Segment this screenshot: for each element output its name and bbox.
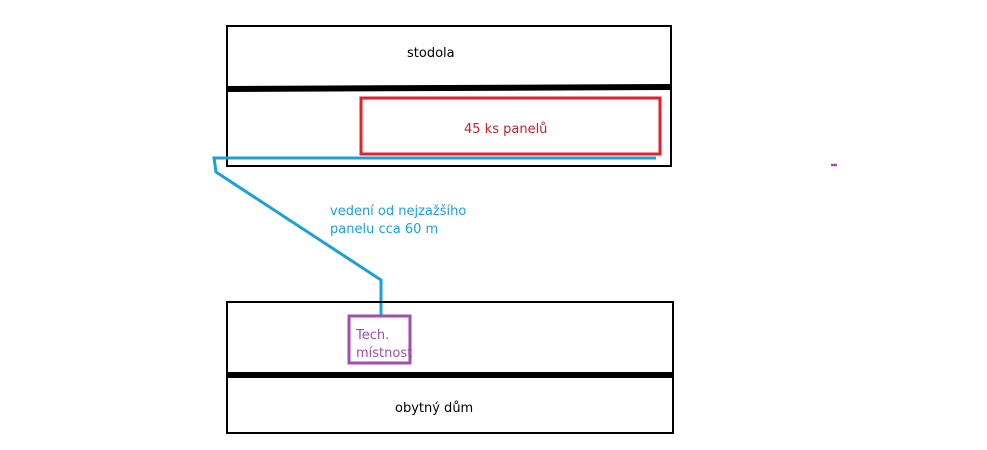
cable-label-line-1: vedení od nejzažšího bbox=[330, 204, 467, 219]
tech-room-label-line-2: místnost bbox=[356, 346, 413, 361]
barn-outline bbox=[226, 25, 672, 167]
solar-panels-area bbox=[359, 96, 662, 156]
cable-label: vedení od nejzažšího panelu cca 60 m bbox=[330, 203, 466, 239]
tech-room-label: Tech. místnost bbox=[356, 327, 412, 363]
cable-route bbox=[212, 156, 656, 316]
tech-room-label-line-1: Tech. bbox=[356, 328, 390, 343]
barn-roof-divider bbox=[225, 84, 673, 92]
house-label: obytný dům bbox=[395, 401, 474, 416]
house-outline bbox=[226, 301, 674, 434]
barn-label: stodola bbox=[407, 46, 455, 61]
cable-label-line-2: panelu cca 60 m bbox=[330, 222, 439, 237]
panels-label: 45 ks panelů bbox=[464, 122, 548, 137]
tech-room-box bbox=[347, 314, 412, 365]
